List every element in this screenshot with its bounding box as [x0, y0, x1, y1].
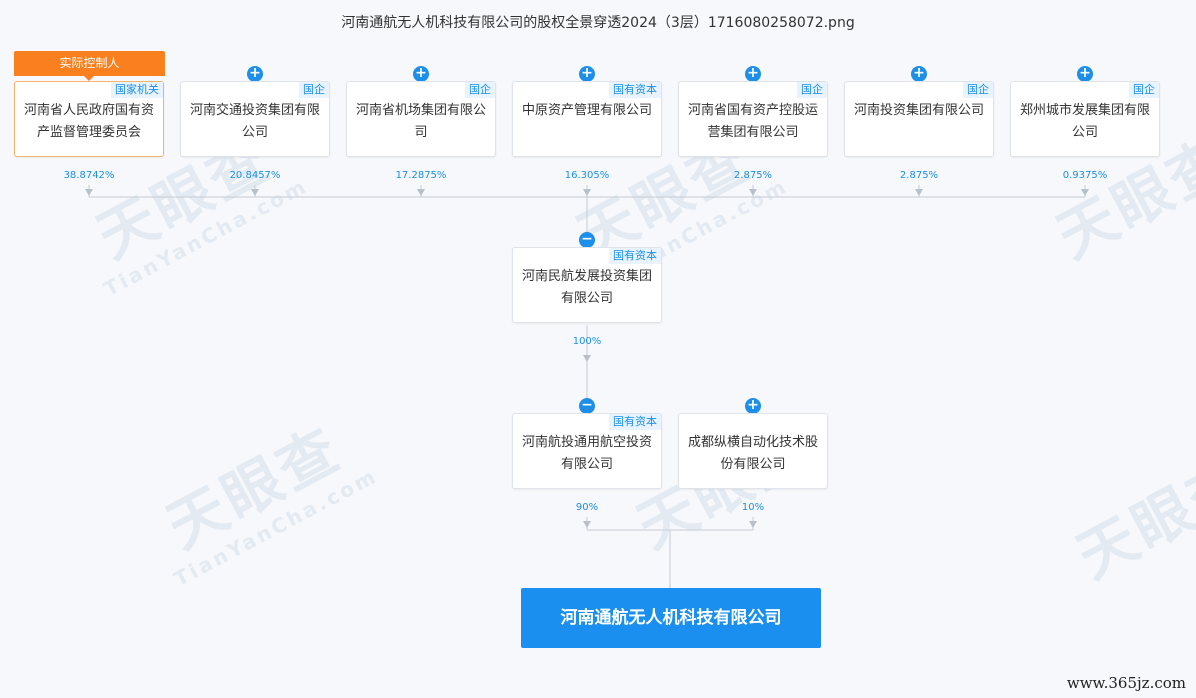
- share-percentage: 17.2875%: [395, 170, 447, 181]
- actual-controller-label: 实际控制人: [14, 51, 165, 81]
- company-name: 成都纵横自动化技术股份有限公司: [687, 435, 818, 472]
- shareholder-node[interactable]: 国企 河南交通投资集团有限公司: [180, 81, 330, 157]
- direct-shareholder-node[interactable]: 国有资本 河南航投通用航空投资有限公司: [512, 413, 662, 489]
- shareholder-node[interactable]: 国企 河南省国有资产控股运营集团有限公司: [678, 81, 828, 157]
- entity-type-tag: 国企: [465, 82, 495, 98]
- entity-type-tag: 国家机关: [111, 82, 163, 98]
- collapse-icon[interactable]: −: [579, 398, 595, 414]
- expand-icon[interactable]: +: [745, 398, 761, 414]
- share-percentage: 2.875%: [733, 170, 773, 181]
- expand-icon[interactable]: +: [1077, 66, 1093, 82]
- shareholder-name: 河南省机场集团有限公司: [355, 103, 486, 140]
- share-percentage: 10%: [741, 502, 765, 513]
- share-percentage: 16.305%: [564, 170, 610, 181]
- expand-icon[interactable]: +: [413, 66, 429, 82]
- shareholder-name: 中原资产管理有限公司: [521, 103, 652, 118]
- entity-type-tag: 国企: [1129, 82, 1159, 98]
- target-company-node[interactable]: 河南通航无人机科技有限公司: [521, 588, 821, 648]
- site-watermark: www.365jz.com: [1066, 674, 1186, 692]
- shareholder-node[interactable]: 国有资本 中原资产管理有限公司: [512, 81, 662, 157]
- entity-type-tag: 国有资本: [609, 82, 661, 98]
- entity-type-tag: 国企: [299, 82, 329, 98]
- expand-icon[interactable]: +: [745, 66, 761, 82]
- collapse-icon[interactable]: −: [579, 232, 595, 248]
- share-percentage: 20.8457%: [229, 170, 281, 181]
- entity-type-tag: 国企: [963, 82, 993, 98]
- share-percentage: 38.8742%: [63, 170, 115, 181]
- expand-icon[interactable]: +: [579, 66, 595, 82]
- entity-type-tag: 国有资本: [609, 248, 661, 264]
- shareholder-name: 河南交通投资集团有限公司: [189, 103, 320, 140]
- company-name: 河南航投通用航空投资有限公司: [521, 435, 652, 472]
- image-title: 河南通航无人机科技有限公司的股权全景穿透2024（3层）171608025807…: [341, 15, 855, 31]
- expand-icon[interactable]: +: [911, 66, 927, 82]
- shareholder-name: 河南投资集团有限公司: [853, 103, 984, 118]
- shareholder-name: 郑州城市发展集团有限公司: [1019, 103, 1150, 140]
- shareholder-node[interactable]: 国企 河南省机场集团有限公司: [346, 81, 496, 157]
- intermediate-company-node[interactable]: 国有资本 河南民航发展投资集团有限公司: [512, 247, 662, 323]
- shareholder-name: 河南省人民政府国有资产监督管理委员会: [23, 103, 154, 140]
- entity-type-tag: 国企: [797, 82, 827, 98]
- share-percentage: 90%: [575, 502, 599, 513]
- shareholder-node[interactable]: 国企 郑州城市发展集团有限公司: [1010, 81, 1160, 157]
- share-percentage: 100%: [572, 336, 602, 347]
- shareholder-name: 河南省国有资产控股运营集团有限公司: [687, 103, 818, 140]
- shareholder-node[interactable]: 国企 河南投资集团有限公司: [844, 81, 994, 157]
- company-name: 河南民航发展投资集团有限公司: [521, 269, 652, 306]
- shareholder-node[interactable]: 国家机关 河南省人民政府国有资产监督管理委员会: [14, 81, 164, 157]
- share-percentage: 2.875%: [899, 170, 939, 181]
- expand-icon[interactable]: +: [247, 66, 263, 82]
- share-percentage: 0.9375%: [1062, 170, 1108, 181]
- entity-type-tag: 国有资本: [609, 414, 661, 430]
- direct-shareholder-node[interactable]: 成都纵横自动化技术股份有限公司: [678, 413, 828, 489]
